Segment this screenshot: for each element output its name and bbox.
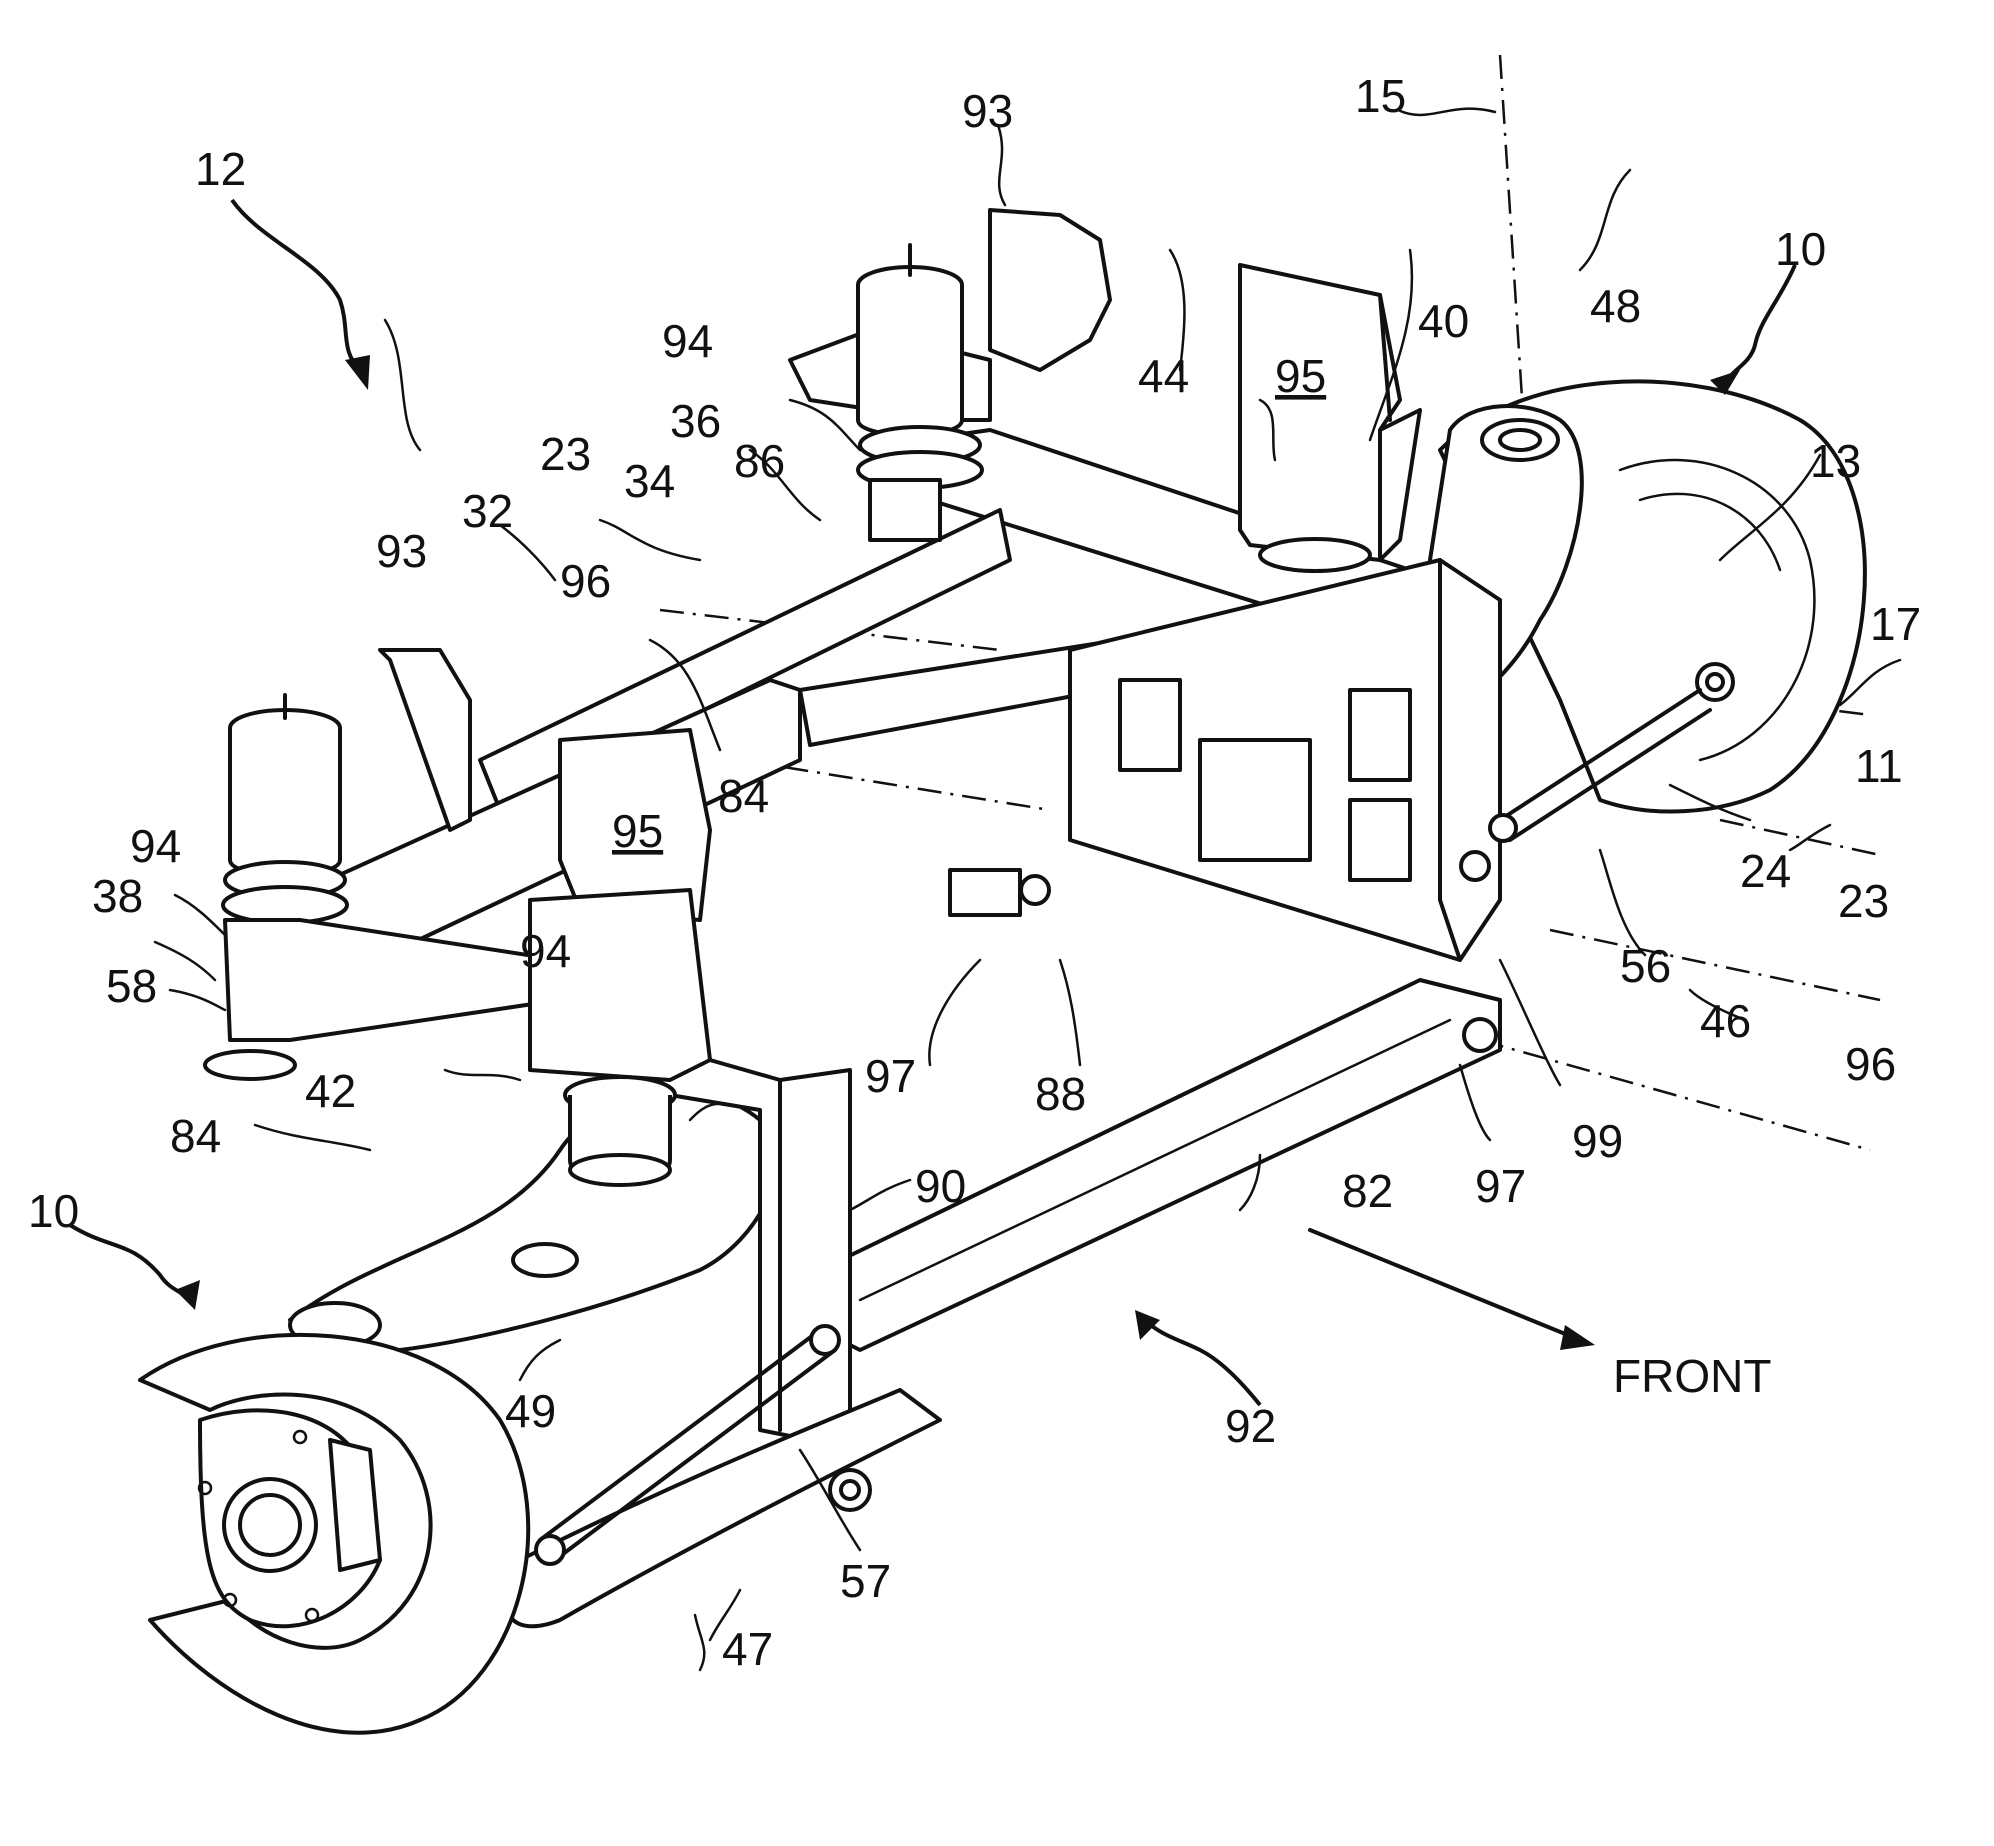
label-46: 46	[1700, 995, 1751, 1047]
left-control-arm	[290, 1092, 776, 1352]
label-23-right: 23	[1838, 875, 1889, 927]
label-44: 44	[1138, 350, 1189, 402]
label-96-top: 96	[560, 555, 611, 607]
label-99: 99	[1572, 1115, 1623, 1167]
label-92: 92	[1225, 1400, 1276, 1452]
label-11: 11	[1855, 740, 1903, 792]
label-94-top: 94	[662, 315, 713, 367]
label-10-left: 10	[28, 1185, 79, 1237]
label-34: 34	[624, 455, 675, 507]
axis-23-lower	[1550, 930, 1880, 1000]
label-12: 12	[195, 143, 246, 195]
label-97-mid: 97	[865, 1050, 916, 1102]
label-10-right: 10	[1775, 223, 1826, 275]
label-96-right: 96	[1845, 1038, 1896, 1090]
label-88: 88	[1035, 1068, 1086, 1120]
label-38: 38	[92, 870, 143, 922]
label-47: 47	[722, 1623, 773, 1675]
left-wheel-hub	[140, 1335, 528, 1733]
label-95-mid: 95	[612, 805, 663, 857]
bracket-93-left	[380, 650, 470, 830]
label-95-top: 95	[1275, 350, 1326, 402]
label-93-left: 93	[376, 525, 427, 577]
label-56: 56	[1620, 940, 1671, 992]
label-57: 57	[840, 1555, 891, 1607]
bracket-93-rear	[990, 210, 1110, 370]
label-84-left: 84	[170, 1110, 221, 1162]
label-86: 86	[734, 435, 785, 487]
label-15: 15	[1355, 70, 1406, 122]
label-13: 13	[1810, 435, 1861, 487]
label-90: 90	[915, 1160, 966, 1212]
label-48: 48	[1590, 280, 1641, 332]
front-label: FRONT	[1613, 1350, 1771, 1402]
label-32: 32	[462, 485, 513, 537]
label-49: 49	[505, 1385, 556, 1437]
label-97-right: 97	[1475, 1160, 1526, 1212]
front-direction-arrow: FRONT	[1310, 1230, 1771, 1402]
label-93-top: 93	[962, 85, 1013, 137]
label-23-top: 23	[540, 428, 591, 480]
label-94-left: 94	[130, 820, 181, 872]
label-36: 36	[670, 395, 721, 447]
axis-15	[1500, 55, 1525, 445]
label-94-mid: 94	[520, 925, 571, 977]
label-82: 82	[1342, 1165, 1393, 1217]
label-40: 40	[1418, 295, 1469, 347]
axis-96-lower	[1480, 1040, 1870, 1150]
center-frame-88	[1070, 560, 1500, 960]
label-58: 58	[106, 960, 157, 1012]
label-24: 24	[1740, 845, 1791, 897]
label-42: 42	[305, 1065, 356, 1117]
label-17: 17	[1870, 598, 1921, 650]
label-84-mid: 84	[718, 770, 769, 822]
block-95-rear	[1240, 265, 1420, 571]
